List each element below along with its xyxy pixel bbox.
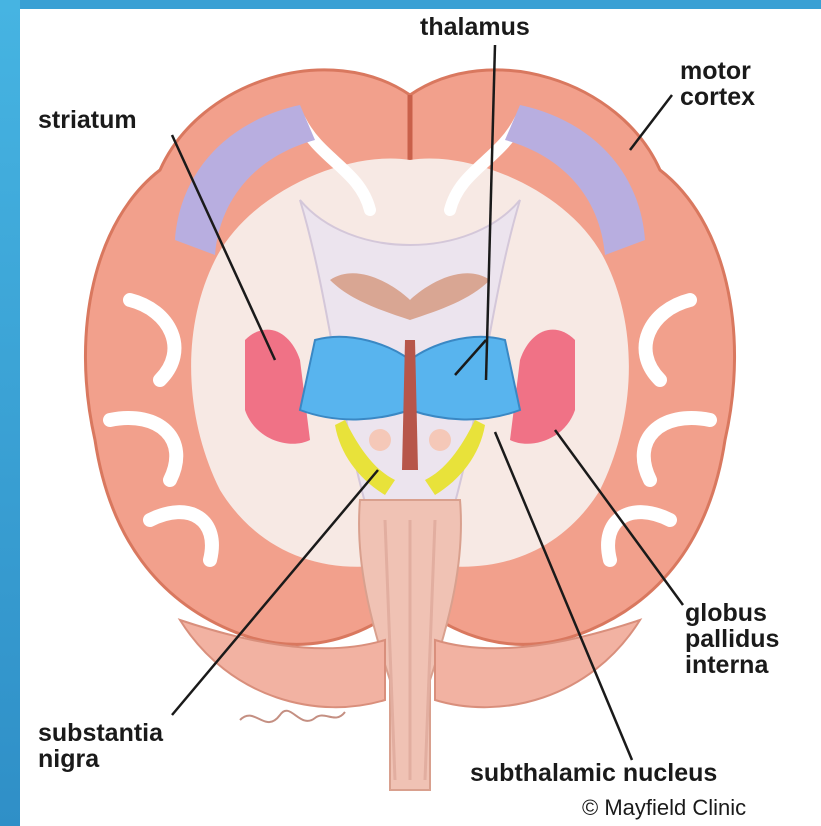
label-motor-cortex-line-2: cortex [680, 84, 755, 110]
label-globus-line-1: globus [685, 600, 779, 626]
artist-signature [240, 711, 345, 722]
label-thalamus: thalamus [420, 14, 530, 40]
label-subthalamic-nucleus: subthalamic nucleus [470, 760, 717, 786]
copyright-notice: © Mayfield Clinic [582, 795, 746, 821]
label-substantia-nigra: substantia nigra [38, 720, 163, 772]
label-motor-cortex-line-1: motor [680, 58, 755, 84]
label-striatum: striatum [38, 107, 137, 133]
label-substantia-line-1: substantia [38, 720, 163, 746]
leader-motor-cortex [630, 95, 672, 150]
label-globus-line-2: pallidus [685, 626, 779, 652]
label-globus-line-3: interna [685, 652, 779, 678]
label-motor-cortex: motor cortex [680, 58, 755, 110]
label-globus-pallidus-interna: globus pallidus interna [685, 600, 779, 678]
label-substantia-line-2: nigra [38, 746, 163, 772]
